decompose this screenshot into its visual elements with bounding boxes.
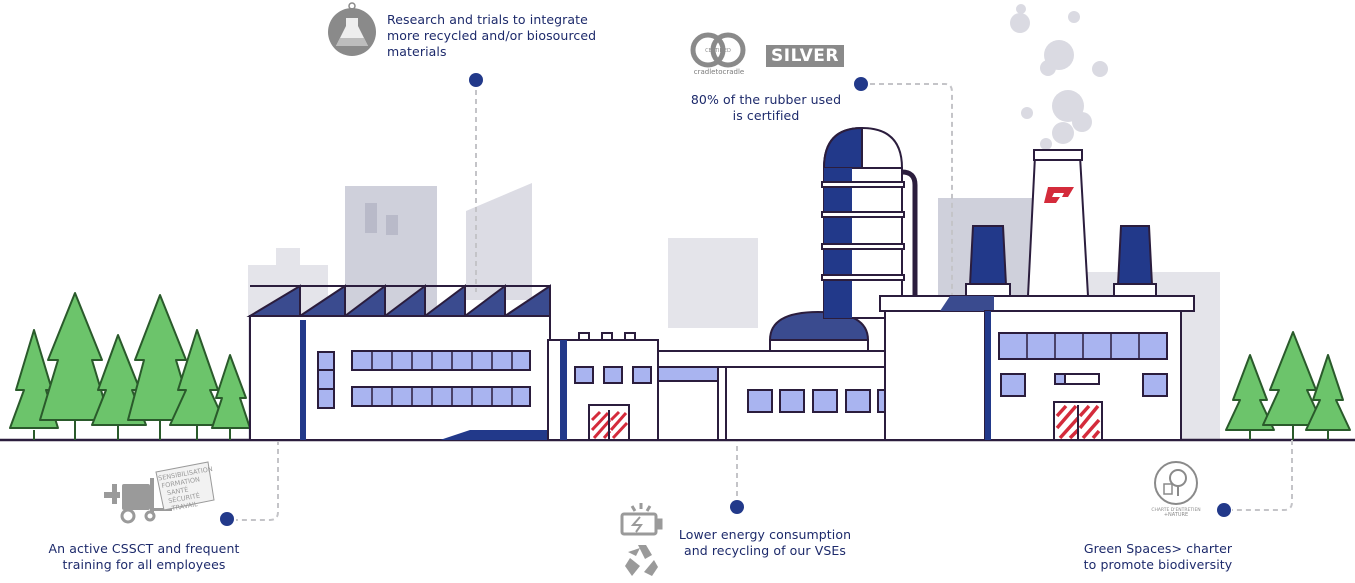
research-marker-dot[interactable] xyxy=(469,73,483,87)
flask-icon xyxy=(328,2,376,56)
c2c-ring-text: CERTIFIED xyxy=(705,48,731,54)
biodiversity-callout-text: Green Spaces> charter to promote biodive… xyxy=(1083,541,1233,572)
battery-icon xyxy=(620,503,663,536)
recycle-icon xyxy=(625,545,658,576)
silo-tower xyxy=(821,126,918,319)
energy-callout-text: Lower energy consumption and recycling o… xyxy=(678,527,852,558)
nature-badge-line2: +NATURE xyxy=(1164,512,1188,518)
tree-badge-icon xyxy=(1154,461,1198,505)
energy-marker-dot[interactable] xyxy=(730,500,744,514)
rubber-marker-dot[interactable] xyxy=(854,77,868,91)
cssct-marker-dot[interactable] xyxy=(220,512,234,526)
cssct-callout-text: An active CSSCT and frequent training fo… xyxy=(48,541,240,572)
central-building xyxy=(657,310,929,441)
svg-text:SANTÉ: SANTÉ xyxy=(166,485,189,498)
forklift-icon xyxy=(104,461,215,524)
trees-right xyxy=(1225,331,1351,440)
right-plant-building xyxy=(879,149,1195,441)
sawtooth-factory xyxy=(246,284,551,441)
silver-badge: SILVER xyxy=(766,45,844,67)
smoke-puffs xyxy=(1010,4,1108,150)
biodiversity-marker-dot[interactable] xyxy=(1217,503,1231,517)
research-callout-text: Research and trials to integrate more re… xyxy=(387,12,597,59)
trees-left xyxy=(9,292,251,440)
company-logo-icon xyxy=(1044,187,1074,203)
nature-badge-line1: CHARTE D'ENTRETIEN xyxy=(1151,507,1200,513)
c2c-wordmark: cradletocradle xyxy=(693,68,745,76)
rubber-callout-text: 80% of the rubber used is certified xyxy=(690,92,842,123)
annex-building xyxy=(547,332,659,441)
cradle-to-cradle-icon xyxy=(690,32,746,68)
